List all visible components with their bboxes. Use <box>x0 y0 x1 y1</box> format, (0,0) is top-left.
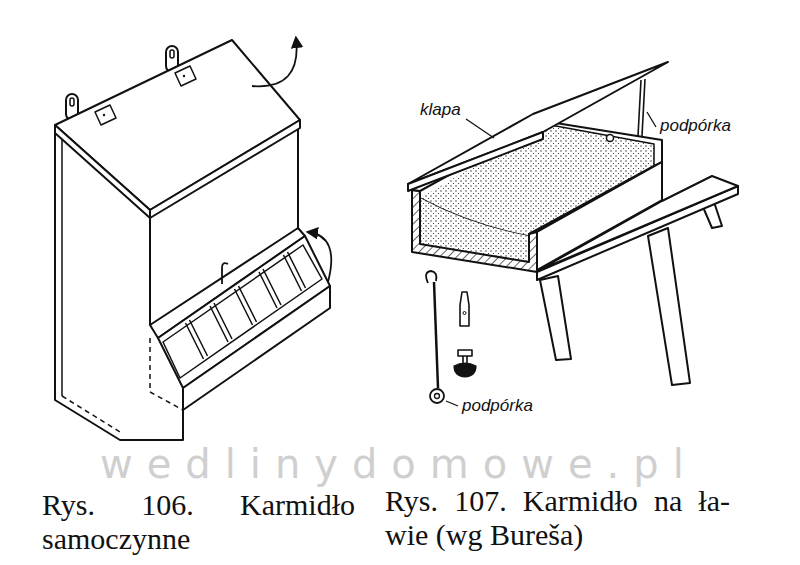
part-label: podpórka <box>462 396 533 416</box>
bench-feeder <box>408 62 738 403</box>
leader-line <box>446 112 656 406</box>
watermark: wedlinydomowe.pl <box>100 444 698 484</box>
figure-caption: Rys. 106. Karmidło samoczynne <box>42 488 355 556</box>
part-label: podpórka <box>660 116 731 136</box>
figure-caption: Rys. 107. Karmidło na ła- wie (wg Bureša… <box>385 484 730 552</box>
hopper-feeder <box>55 38 331 440</box>
part-label: klapa <box>420 100 461 120</box>
